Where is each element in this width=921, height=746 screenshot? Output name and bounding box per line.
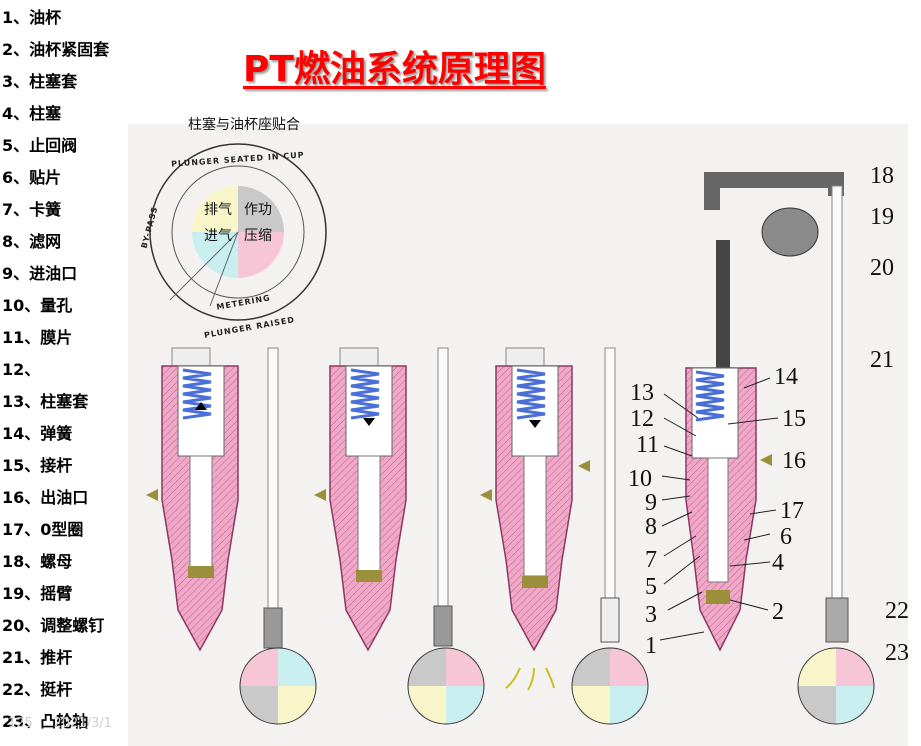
legend-item: 12、: [2, 360, 41, 379]
page-number: 125: [8, 716, 33, 731]
callout-21: 21: [870, 347, 894, 373]
callout-17: 17: [780, 498, 804, 524]
callout-4: 4: [772, 550, 784, 576]
legend-item: 9、进油口: [2, 264, 78, 283]
callout-22: 22: [885, 598, 909, 624]
quadrant-label-compression: 压缩: [244, 228, 272, 244]
callout-15: 15: [782, 406, 806, 432]
callout-13: 13: [630, 380, 654, 406]
legend-item: 22、挺杆: [2, 680, 73, 699]
slide-date: 2021/3/1: [53, 716, 112, 731]
callout-23: 23: [885, 640, 909, 666]
callout-3: 3: [645, 602, 657, 628]
legend-item: 3、柱塞套: [2, 72, 78, 91]
callout-11: 11: [636, 432, 659, 458]
callout-numbers: 1 2 3 4 5 6 7 8 9 10 11 12 13 14 15 16 1…: [628, 163, 909, 666]
quadrant-exhaust: [192, 186, 238, 232]
legend-item: 19、摇臂: [2, 584, 73, 603]
legend-item: 17、0型圈: [2, 520, 84, 539]
legend-item: 16、出油口: [2, 488, 89, 507]
callout-6: 6: [780, 524, 792, 550]
callout-16: 16: [782, 448, 806, 474]
quadrant-label-exhaust: 排气: [204, 202, 232, 218]
legend-item: 1、油杯: [2, 8, 62, 27]
injector-stage-3: [480, 347, 620, 691]
callout-14: 14: [774, 364, 798, 390]
legend-item: 23、凸轮轴: [2, 712, 89, 731]
quadrant-label-intake: 进气: [204, 228, 232, 244]
legend-item: 20、调整螺钉: [2, 616, 105, 635]
callout-7: 7: [645, 547, 657, 573]
injector-stage-1: [146, 347, 283, 652]
quadrant-label-power: 作功: [244, 202, 272, 218]
legend-item: 15、接杆: [2, 456, 73, 475]
stroke-cycle-diagram: 柱塞与油杯座贴合 排气 作功 进气 压缩 PLUNGER SEATED IN C…: [140, 116, 327, 340]
callout-20: 20: [870, 255, 894, 281]
legend-item: 4、柱塞: [2, 104, 62, 123]
callout-8: 8: [645, 514, 657, 540]
legend-item: 8、滤网: [2, 232, 62, 251]
callout-18: 18: [870, 163, 894, 189]
legend-item: 10、量孔: [2, 296, 73, 315]
cam-lobe-3: [571, 647, 649, 725]
callout-10: 10: [628, 466, 652, 492]
injector-stage-4: [685, 172, 849, 652]
camshaft-lobes: [239, 647, 875, 725]
cam-lobe-1: [239, 647, 317, 725]
quadrant-compression: [238, 232, 284, 278]
legend-item: 11、膜片: [2, 328, 73, 347]
legend-item: 14、弹簧: [2, 424, 73, 443]
legend-item: 5、止回阀: [2, 136, 78, 155]
callout-19: 19: [870, 204, 894, 230]
ring-label-left: BY-PASS: [140, 205, 160, 249]
callout-5: 5: [645, 574, 657, 600]
legend-item: 21、推杆: [2, 648, 73, 667]
quadrant-power: [238, 186, 284, 232]
cycle-caption: 柱塞与油杯座贴合: [188, 116, 300, 133]
slide-footer: 125 2021/3/1: [8, 716, 112, 731]
cam-lobe-2: [407, 647, 485, 725]
cam-lobe-4: [797, 647, 875, 725]
legend-item: 18、螺母: [2, 552, 73, 571]
callout-1: 1: [645, 633, 657, 659]
legend-item: 7、卡簧: [2, 200, 62, 219]
legend-item: 2、油杯紧固套: [2, 40, 110, 59]
callout-12: 12: [630, 406, 654, 432]
injector-stage-2: [314, 347, 453, 652]
legend-item: 13、柱塞套: [2, 392, 89, 411]
callout-2: 2: [772, 599, 784, 625]
leader-lines: [659, 377, 779, 641]
page-title: PT燃油系统原理图: [243, 49, 546, 90]
legend-item: 6、贴片: [2, 168, 62, 187]
callout-9: 9: [645, 490, 657, 516]
